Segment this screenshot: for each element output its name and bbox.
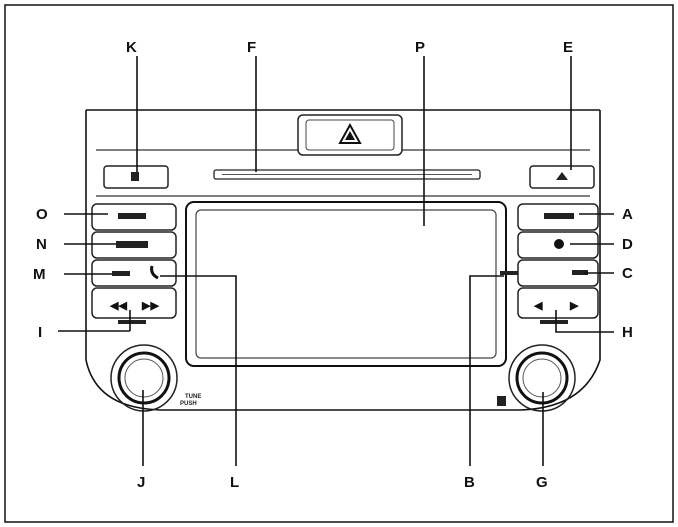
callout-o: O [36, 206, 48, 223]
menu-icon [116, 241, 148, 248]
mute-button-mark [112, 271, 130, 276]
left-button-column: ◀◀ ▶▶ [92, 204, 176, 324]
right-button-column: ◀ ▶ [518, 204, 598, 324]
power-icon [497, 396, 506, 406]
callout-n: N [36, 236, 47, 253]
callout-g: G [536, 474, 548, 491]
callout-k: K [126, 39, 137, 56]
vol-down-icon: ◀ [533, 300, 543, 312]
callout-f: F [247, 39, 256, 56]
callout-c: C [622, 265, 633, 282]
radio-button-mark [118, 213, 146, 219]
callout-i: I [38, 324, 42, 341]
tune-label: TUNE [185, 394, 201, 400]
right-knob [509, 345, 575, 411]
hazard-button [298, 115, 402, 155]
media-button-mark [544, 213, 574, 219]
nav-icon [554, 239, 564, 249]
callout-j: J [137, 474, 145, 491]
prev-track-icon: ◀◀ [109, 300, 127, 312]
tune-push-label: PUSH [180, 401, 197, 407]
back-icon [131, 172, 139, 181]
display-screen-inner [196, 210, 496, 358]
callout-e: E [563, 39, 573, 56]
callout-h: H [622, 324, 633, 341]
vol-up-icon: ▶ [569, 300, 579, 312]
seek-label-mark [118, 320, 146, 324]
callout-a: A [622, 206, 633, 223]
left-knob [111, 345, 177, 411]
callout-l: L [230, 474, 239, 491]
callout-b: B [464, 474, 475, 491]
next-track-icon: ▶▶ [141, 300, 159, 312]
callout-d: D [622, 236, 633, 253]
callout-p: P [415, 39, 425, 56]
callout-m: M [33, 266, 46, 283]
volume-label-mark [540, 320, 568, 324]
screen-edge-mark [500, 271, 518, 275]
